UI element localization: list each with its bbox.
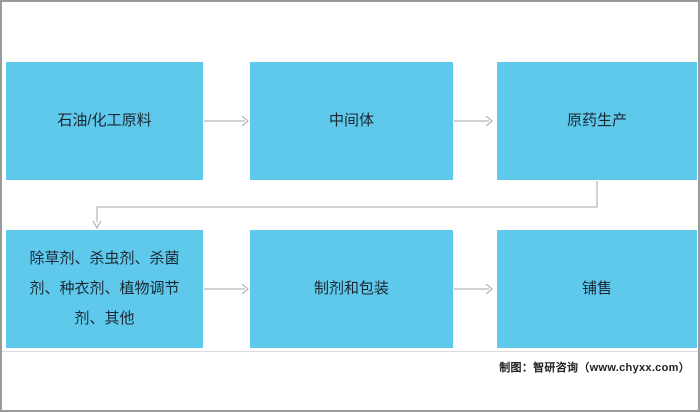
arrow-intermediate-to-technical bbox=[454, 115, 493, 127]
attribution: 制图：智研咨询（www.chyxx.com） bbox=[499, 362, 690, 374]
flow-box-sales: 铺售 bbox=[497, 230, 697, 348]
divider-line bbox=[2, 351, 698, 352]
elbow-technical-to-products bbox=[92, 181, 598, 230]
arrow-products-to-formulation bbox=[204, 283, 249, 295]
flow-box-intermediates: 中间体 bbox=[250, 62, 453, 180]
flow-box-technical-production: 原药生产 bbox=[497, 62, 697, 180]
flow-box-label: 中间体 bbox=[328, 112, 374, 129]
flow-box-label: 制剂和包装 bbox=[313, 280, 389, 297]
flow-box-label: 原药生产 bbox=[566, 112, 627, 129]
arrow-formulation-to-sales bbox=[454, 283, 493, 295]
arrow-raw-to-intermediate bbox=[204, 115, 249, 127]
flow-box-raw-materials: 石油/化工原料 bbox=[6, 62, 203, 180]
flow-box-label: 石油/化工原料 bbox=[57, 112, 152, 129]
flow-box-label: 铺售 bbox=[581, 280, 612, 297]
flow-box-formulation-packaging: 制剂和包装 bbox=[250, 230, 453, 348]
flow-box-label: 除草剂、杀虫剂、杀菌 剂、种衣剂、植物调节 剂、其他 bbox=[29, 250, 180, 327]
flow-box-product-types: 除草剂、杀虫剂、杀菌 剂、种衣剂、植物调节 剂、其他 bbox=[6, 230, 203, 348]
